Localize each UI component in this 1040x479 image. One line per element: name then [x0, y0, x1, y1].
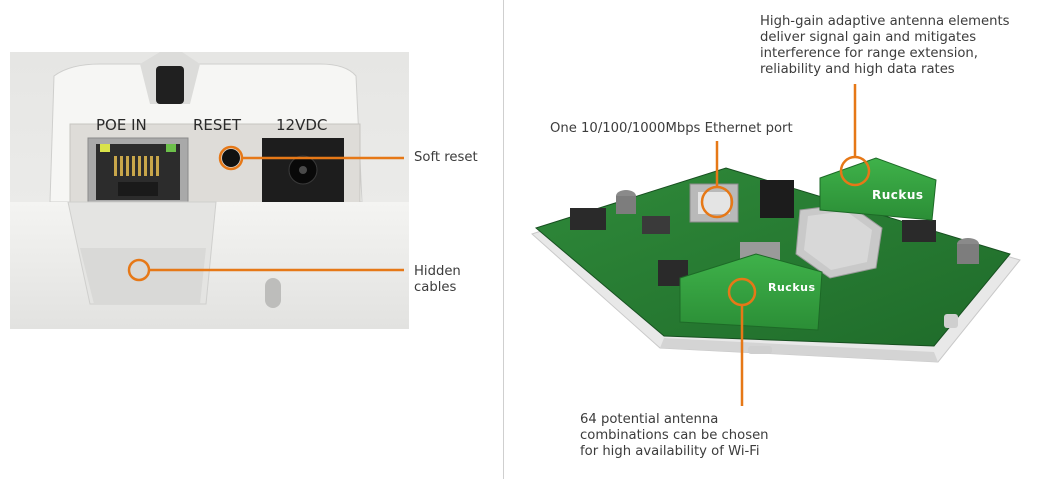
circuit-board-illustration: [531, 157, 1021, 363]
center-divider: [503, 0, 504, 479]
left-callout-lines: [127, 145, 404, 282]
ethernet-port-marker: [700, 185, 734, 219]
antenna-combinations-marker: [727, 277, 757, 307]
hidden-cables-callout: Hidden cables: [414, 264, 461, 295]
left-photo: POE IN RESET 12VDC: [10, 52, 409, 329]
ethernet-port-callout: One 10/100/1000Mbps Ethernet port: [550, 121, 793, 136]
dc-label: 12VDC: [276, 116, 328, 134]
antenna-elements-callout: High-gain adaptive antenna elements deli…: [760, 14, 1010, 77]
soft-reset-callout: Soft reset: [414, 150, 478, 165]
ports-illustration: [10, 52, 409, 329]
antenna-elements-marker: [839, 155, 871, 187]
reset-label: RESET: [193, 116, 242, 134]
brand-label-rear: Ruckus: [872, 188, 924, 202]
poe-in-label: POE IN: [96, 116, 147, 134]
antenna-combinations-callout: 64 potential antenna combinations can be…: [580, 412, 769, 459]
brand-label-front: Ruckus: [768, 281, 816, 294]
